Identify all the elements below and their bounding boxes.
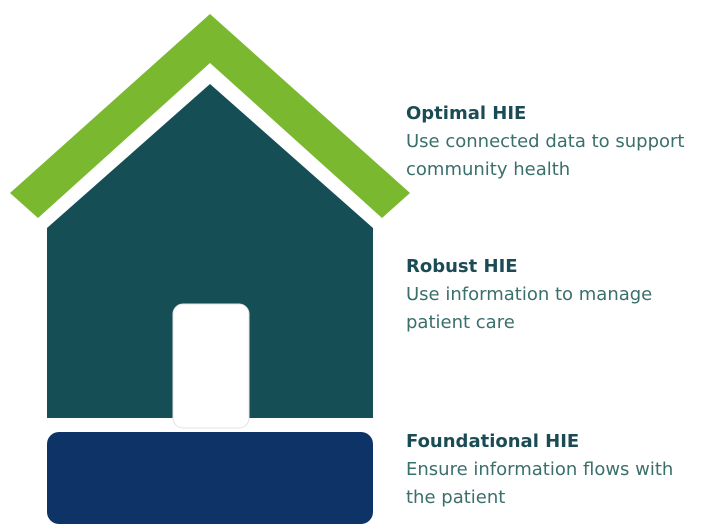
foundation-shape (47, 432, 373, 524)
door-shape (172, 303, 250, 429)
level-foundational-description: Ensure information flows with the patien… (406, 459, 674, 508)
house-body-shape (47, 84, 373, 418)
level-robust: Robust HIE Use information to manage pat… (406, 253, 652, 337)
level-foundational: Foundational HIE Ensure information flow… (406, 428, 673, 512)
roof-shape (10, 14, 410, 218)
level-robust-description: Use information to manage patient care (406, 284, 653, 333)
level-optimal: Optimal HIE Use connected data to suppor… (406, 100, 685, 184)
level-robust-title: Robust HIE (406, 256, 518, 277)
level-optimal-title: Optimal HIE (406, 103, 527, 124)
level-foundational-title: Foundational HIE (406, 431, 580, 452)
level-optimal-description: Use connected data to support community … (406, 131, 685, 180)
